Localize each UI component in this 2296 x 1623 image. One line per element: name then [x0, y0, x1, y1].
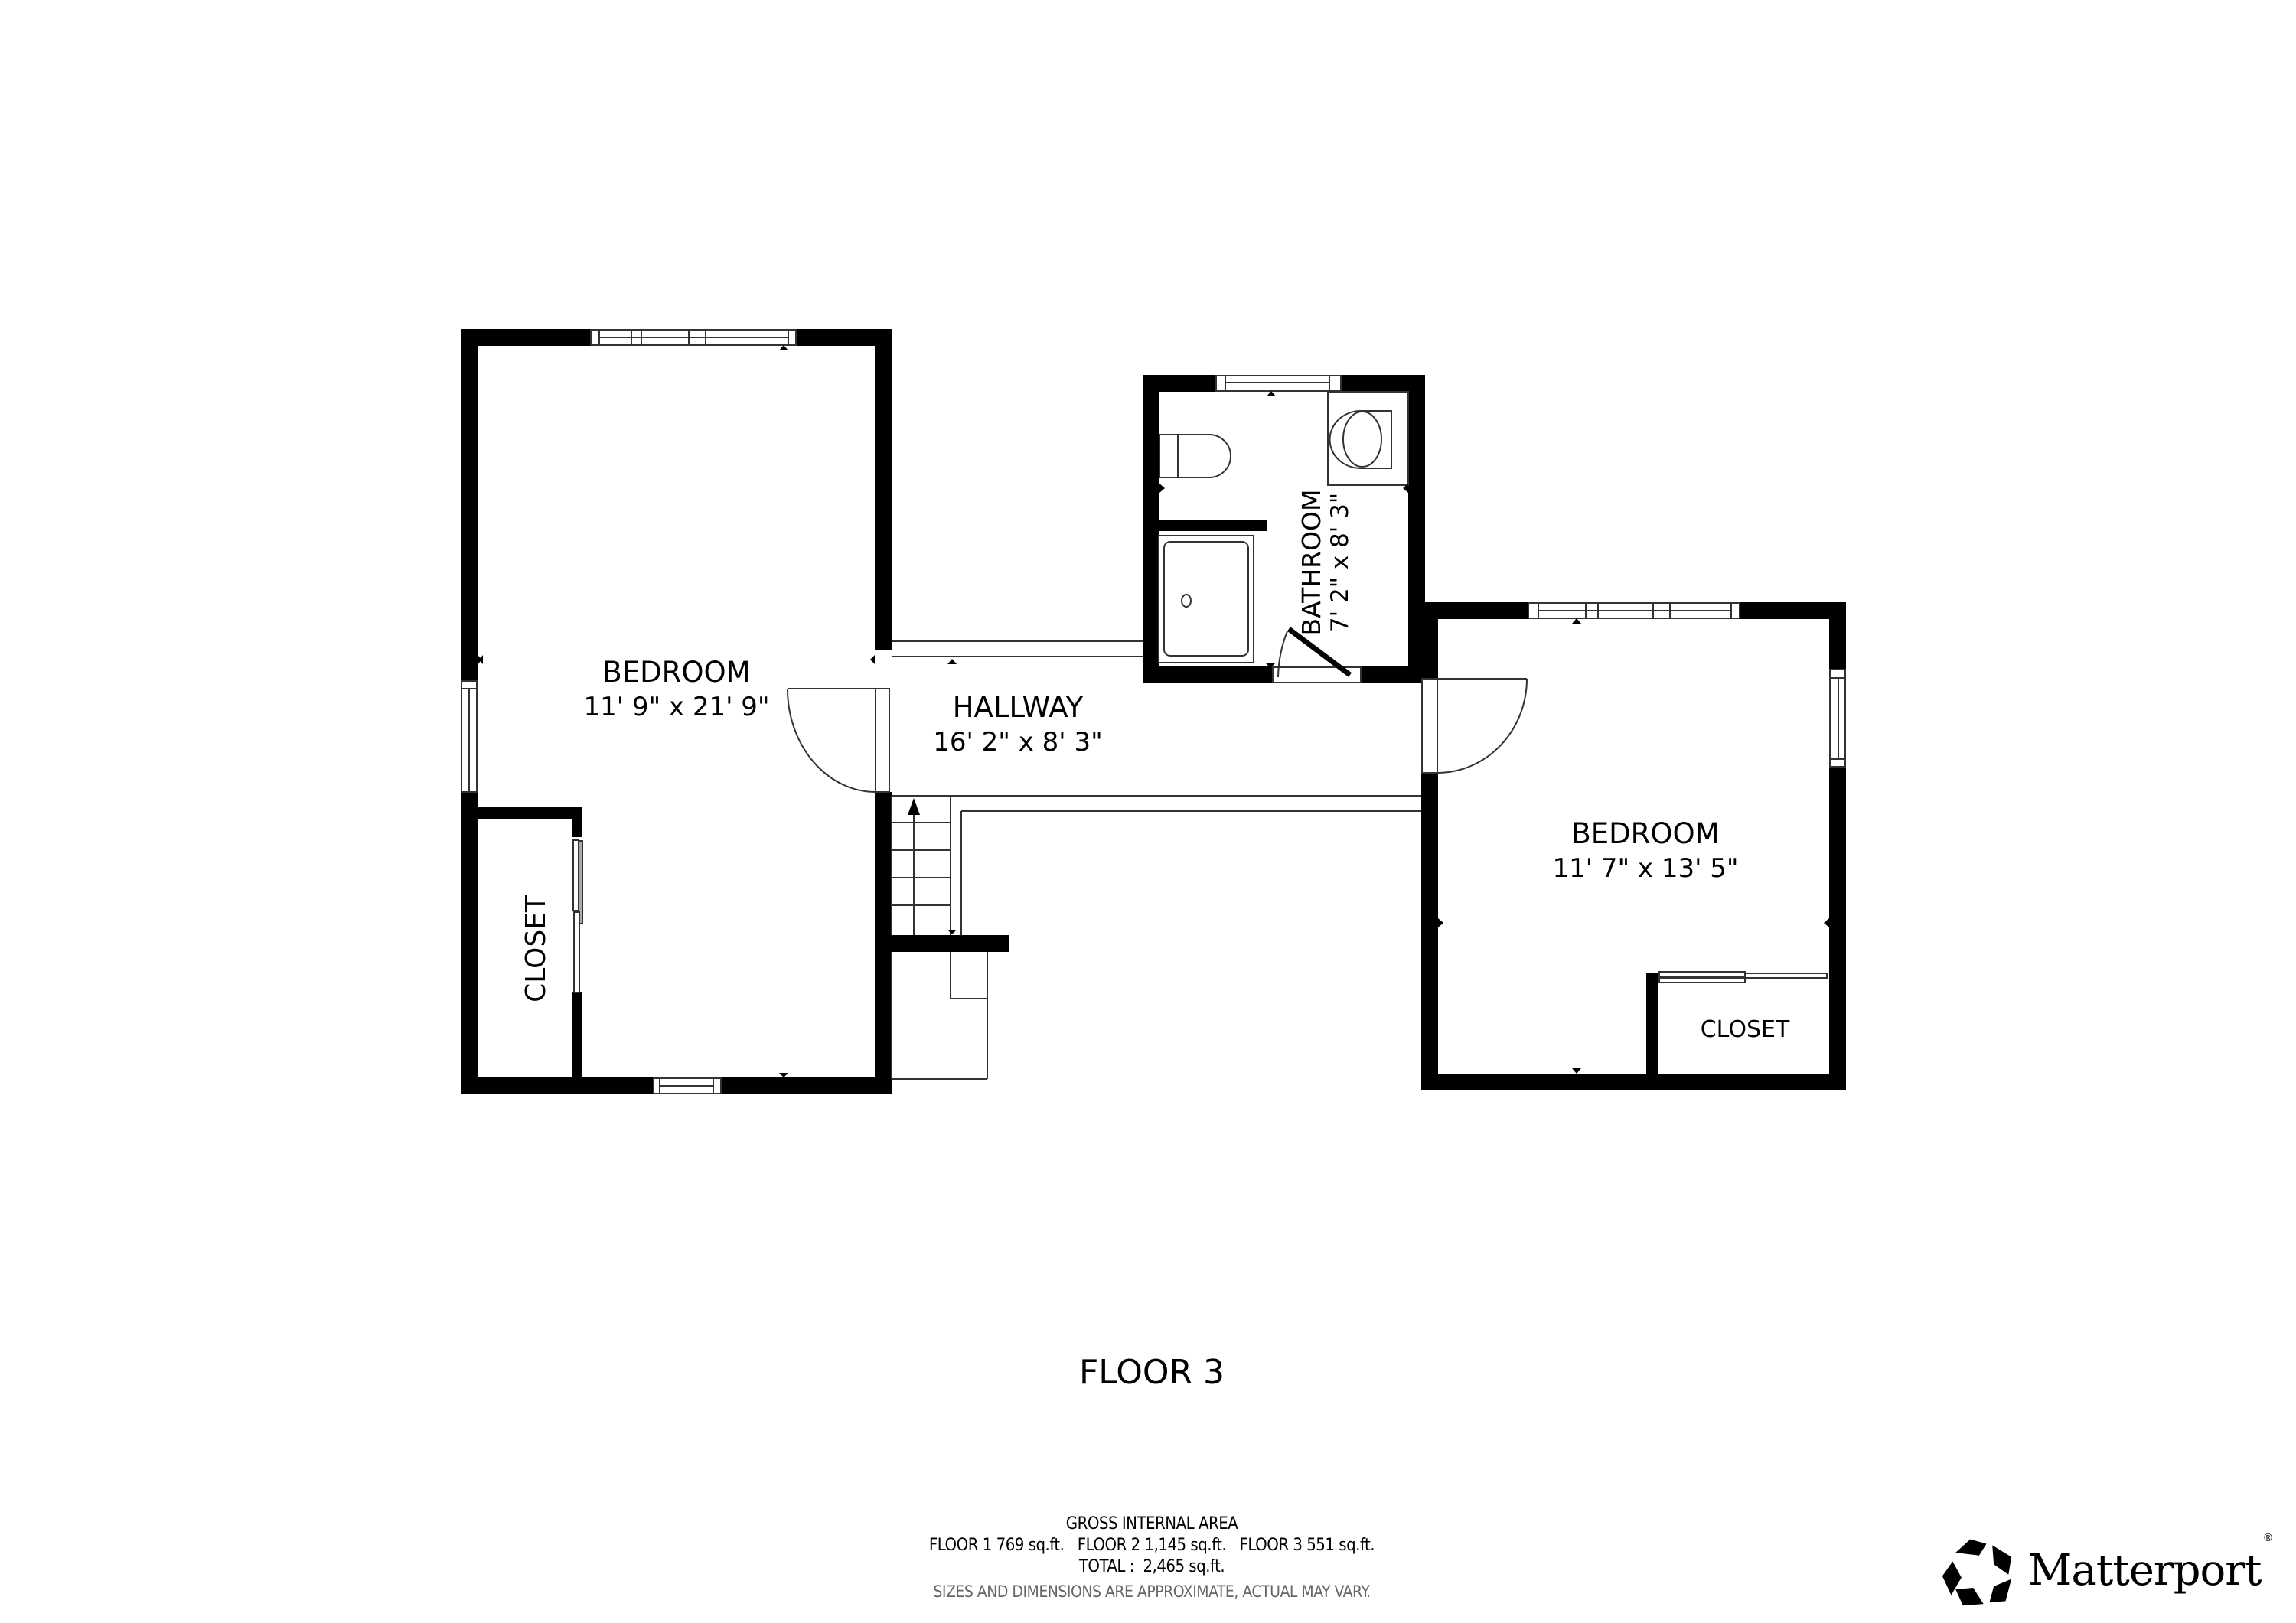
bedroom-left-walls — [461, 329, 892, 1094]
bathroom-dimensions: 7' 2" x 8' 3" — [1326, 493, 1354, 632]
measure-marker-stairs — [947, 930, 957, 934]
door-left-bedroom — [787, 688, 890, 793]
closet-right-sliding-door — [1658, 971, 1828, 983]
bedroom-right-dimensions: 11' 7" x 13' 5" — [1552, 853, 1738, 884]
door-right-bedroom — [1421, 678, 1528, 774]
bedroom-left-dimensions: 11' 9" x 21' 9" — [583, 692, 769, 722]
stairs-up-arrow-icon — [908, 798, 920, 815]
measure-marker-hallway-top — [947, 659, 957, 664]
lower-stair-lines — [891, 952, 988, 1080]
brand-name: Matterport® — [2028, 1532, 2273, 1595]
stairs-landing-wall — [888, 935, 1009, 952]
matterport-logo-icon — [1942, 1539, 2012, 1606]
closet-left-sliding-door — [572, 839, 583, 993]
closet-right-name: CLOSET — [1701, 1016, 1790, 1043]
bedroom-left-name: BEDROOM — [602, 656, 750, 689]
window-top-right-bedroom — [1528, 602, 1740, 619]
sink-icon — [1327, 391, 1409, 486]
door-bathroom-leaf — [1287, 627, 1352, 677]
window-bathroom — [1215, 375, 1342, 392]
closet-left-walls — [461, 807, 582, 1079]
window-right-bedroom-side — [1829, 669, 1846, 768]
floor-title: FLOOR 3 — [1078, 1353, 1225, 1392]
bathroom-name: BATHROOM — [1296, 490, 1326, 636]
stairs — [891, 796, 951, 935]
area-floors-line: FLOOR 1 769 sq.ft. FLOOR 2 1,145 sq.ft. … — [928, 1536, 1375, 1555]
closet-left-label: CLOSET — [520, 895, 552, 1002]
measure-markers-bathroom — [1159, 391, 1408, 668]
window-bottom-left-bedroom — [653, 1077, 722, 1094]
toilet-icon — [1159, 434, 1231, 478]
hallway-lines — [892, 640, 1424, 935]
bedroom-right-walls — [1421, 602, 1846, 1090]
bedroom-right-name: BEDROOM — [1571, 817, 1719, 850]
closet-left-name: CLOSET — [520, 895, 552, 1002]
matterport-brand: Matterport® — [1941, 1532, 2273, 1607]
bathroom-walls — [1143, 375, 1425, 683]
shower-icon — [1158, 535, 1254, 663]
brand-name-text: Matterport — [2028, 1545, 2262, 1595]
measure-markers-left — [478, 345, 875, 1077]
area-heading: GROSS INTERNAL AREA — [1065, 1514, 1238, 1533]
gross-internal-area: GROSS INTERNAL AREA FLOOR 1 769 sq.ft. F… — [842, 1514, 1462, 1601]
hallway-dimensions: 16' 2" x 8' 3" — [933, 727, 1102, 758]
registered-mark: ® — [2262, 1531, 2273, 1544]
window-left-bedroom-side — [461, 680, 478, 793]
window-top-left-bedroom — [590, 329, 797, 346]
area-total-line: TOTAL : 2,465 sq.ft. — [1078, 1557, 1225, 1576]
hallway-name: HALLWAY — [953, 691, 1084, 724]
door-bathroom — [1272, 631, 1362, 683]
area-disclaimer: SIZES AND DIMENSIONS ARE APPROXIMATE, AC… — [933, 1582, 1371, 1601]
measure-markers-right — [1438, 618, 1829, 1074]
bathroom-label: BATHROOM 7' 2" x 8' 3" — [1296, 490, 1354, 636]
